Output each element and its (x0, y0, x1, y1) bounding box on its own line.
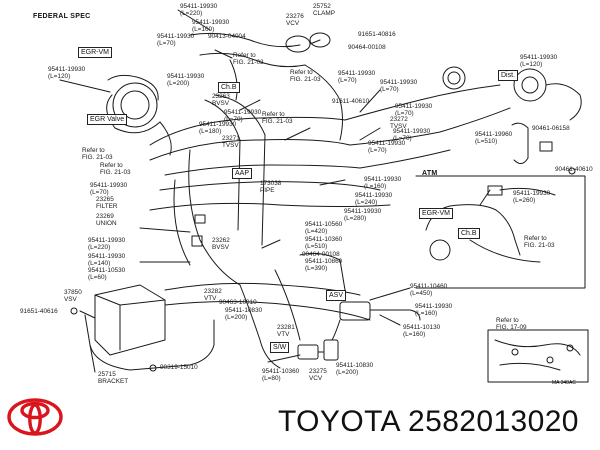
aap-box: AAP (232, 168, 253, 179)
part-callout: 95411-10830(L=200) (336, 362, 374, 376)
part-callout: 95411-19930(L=70) (157, 33, 195, 47)
toyota-logo-icon (7, 398, 63, 436)
brand-part-number: TOYOTA 2582013020 (278, 405, 579, 438)
part-callout: 95411-10560(L=420) (305, 221, 343, 235)
part-callout: 90319-15010 (160, 364, 198, 371)
part-callout: 95411-19930(L=220) (88, 237, 126, 251)
drawing-stamp: MA 348AC (552, 380, 576, 386)
part-callout: 95411-10360(L=510) (305, 236, 343, 250)
part-callout: 95411-19930(L=280) (344, 208, 382, 222)
part-callout: 95411-10460(L=450) (410, 283, 448, 297)
part-callout: 90461-06158 (532, 125, 570, 132)
part-callout: 95411-19930(L=240) (355, 192, 393, 206)
part-callout: 90413-04004 (208, 33, 246, 40)
egr-vm-box: EGR-VM (78, 47, 112, 58)
dist-box: Dist. (498, 70, 518, 81)
part-callout: 91651-40616 (20, 308, 58, 315)
part-callout: 95411-10860(L=390) (305, 258, 343, 272)
part-callout: 90464-00108 (348, 44, 386, 51)
part-callout: 95411-19930(L=70) (380, 79, 418, 93)
part-callout: 95411-19930(L=160) (415, 303, 453, 317)
atm-egr-vm-box: EGR-VM (419, 208, 453, 219)
ch-b-box: Ch.B (218, 82, 240, 93)
asv-box: ASV (326, 290, 347, 301)
part-callout: 95411-10830(L=200) (225, 307, 263, 321)
atm-label: ATM (422, 170, 438, 177)
part-callout: 95411-10530(L=60) (88, 267, 126, 281)
part-callout: 95411-19930(L=160) (192, 19, 230, 33)
part-callout: 91611-40610 (332, 98, 370, 105)
part-callout: 95411-19930(L=140) (88, 253, 126, 267)
part-callout: 95411-19930(L=220) (180, 3, 218, 17)
sw-box: S/W (270, 342, 290, 353)
part-callout: 95411-19930(L=180) (199, 121, 237, 135)
part-callout: 95411-19930(L=70) (395, 103, 433, 117)
part-callout: 95411-10360(L=80) (262, 368, 300, 382)
atm-ch-b-box: Ch.B (458, 228, 480, 239)
part-callout: 90463-10010 (219, 299, 257, 306)
egr-valve-box: EGR Valve (87, 114, 128, 125)
vacuum-hose-diagram-drawing (59, 9, 589, 383)
part-callout: 95411-19930(L=160) (364, 176, 402, 190)
part-callout: 95411-19930(L=70) (368, 140, 406, 154)
part-callout: 95411-10130(L=160) (403, 324, 441, 338)
part-callout: 95411-19930(L=70) (224, 109, 262, 123)
part-callout: 95411-19960(L=510) (475, 131, 513, 145)
part-callout: 95411-19930(L=200) (167, 73, 205, 87)
part-callout: 95411-19930(L=120) (48, 66, 86, 80)
part-callout: 95411-19930(L=70) (90, 182, 128, 196)
federal-spec-label: FEDERAL SPEC (33, 13, 91, 20)
part-callout: 90461-40610 (555, 166, 593, 173)
part-callout: 90464-00108 (302, 251, 340, 258)
part-callout: 91651-40816 (358, 31, 396, 38)
part-callout: 95411-19930(L=120) (520, 54, 558, 68)
part-callout: 95411-19930(L=260) (513, 190, 551, 204)
footer-bar: TOYOTA 2582013020 (0, 394, 600, 450)
part-callout: 95411-19930(L=70) (393, 128, 431, 142)
part-callout: 95411-19930(L=70) (338, 70, 376, 84)
